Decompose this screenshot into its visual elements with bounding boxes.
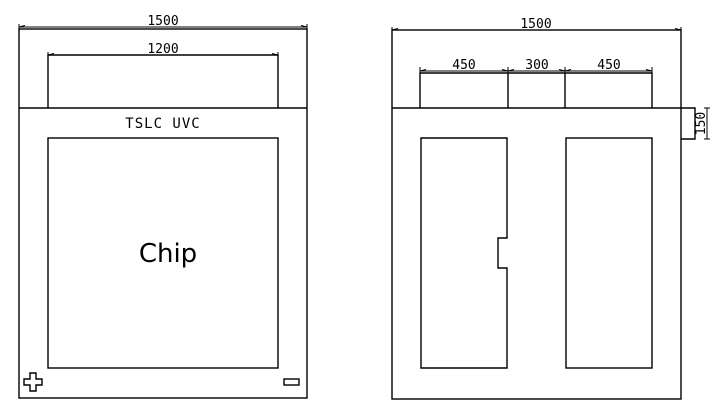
left-outer-width-text: 1500	[147, 14, 178, 29]
right-drawing: 1500 450 300 450 150	[391, 17, 710, 400]
right-segment-dimensions: 450 300 450	[419, 58, 653, 75]
left-slot	[420, 137, 508, 369]
left-inner-dimension: 1200	[47, 42, 279, 60]
top-label: TSLC UVC	[125, 116, 200, 132]
chip-label: Chip	[139, 239, 197, 269]
left-inner-width-text: 1200	[147, 42, 178, 57]
right-outer-frame	[391, 29, 682, 400]
right-slot	[565, 137, 653, 369]
plus-icon	[23, 372, 43, 392]
left-opening-text: 450	[452, 58, 475, 73]
right-side-dimension: 150	[694, 107, 710, 140]
side-height-text: 150	[694, 112, 709, 135]
chip-area	[47, 137, 279, 369]
right-outer-dimension: 1500	[391, 17, 682, 35]
right-outer-width-text: 1500	[520, 17, 551, 32]
minus-icon	[283, 378, 300, 386]
left-outer-frame	[18, 28, 308, 399]
left-inner-step	[47, 54, 279, 108]
gap-text: 300	[525, 58, 548, 73]
side-tab	[681, 107, 696, 140]
left-drawing: 1500 1200 TSLC UVC Chip	[18, 14, 308, 399]
left-outer-dimension: 1500	[18, 14, 308, 32]
right-opening-text: 450	[597, 58, 620, 73]
right-top-step	[419, 72, 653, 108]
